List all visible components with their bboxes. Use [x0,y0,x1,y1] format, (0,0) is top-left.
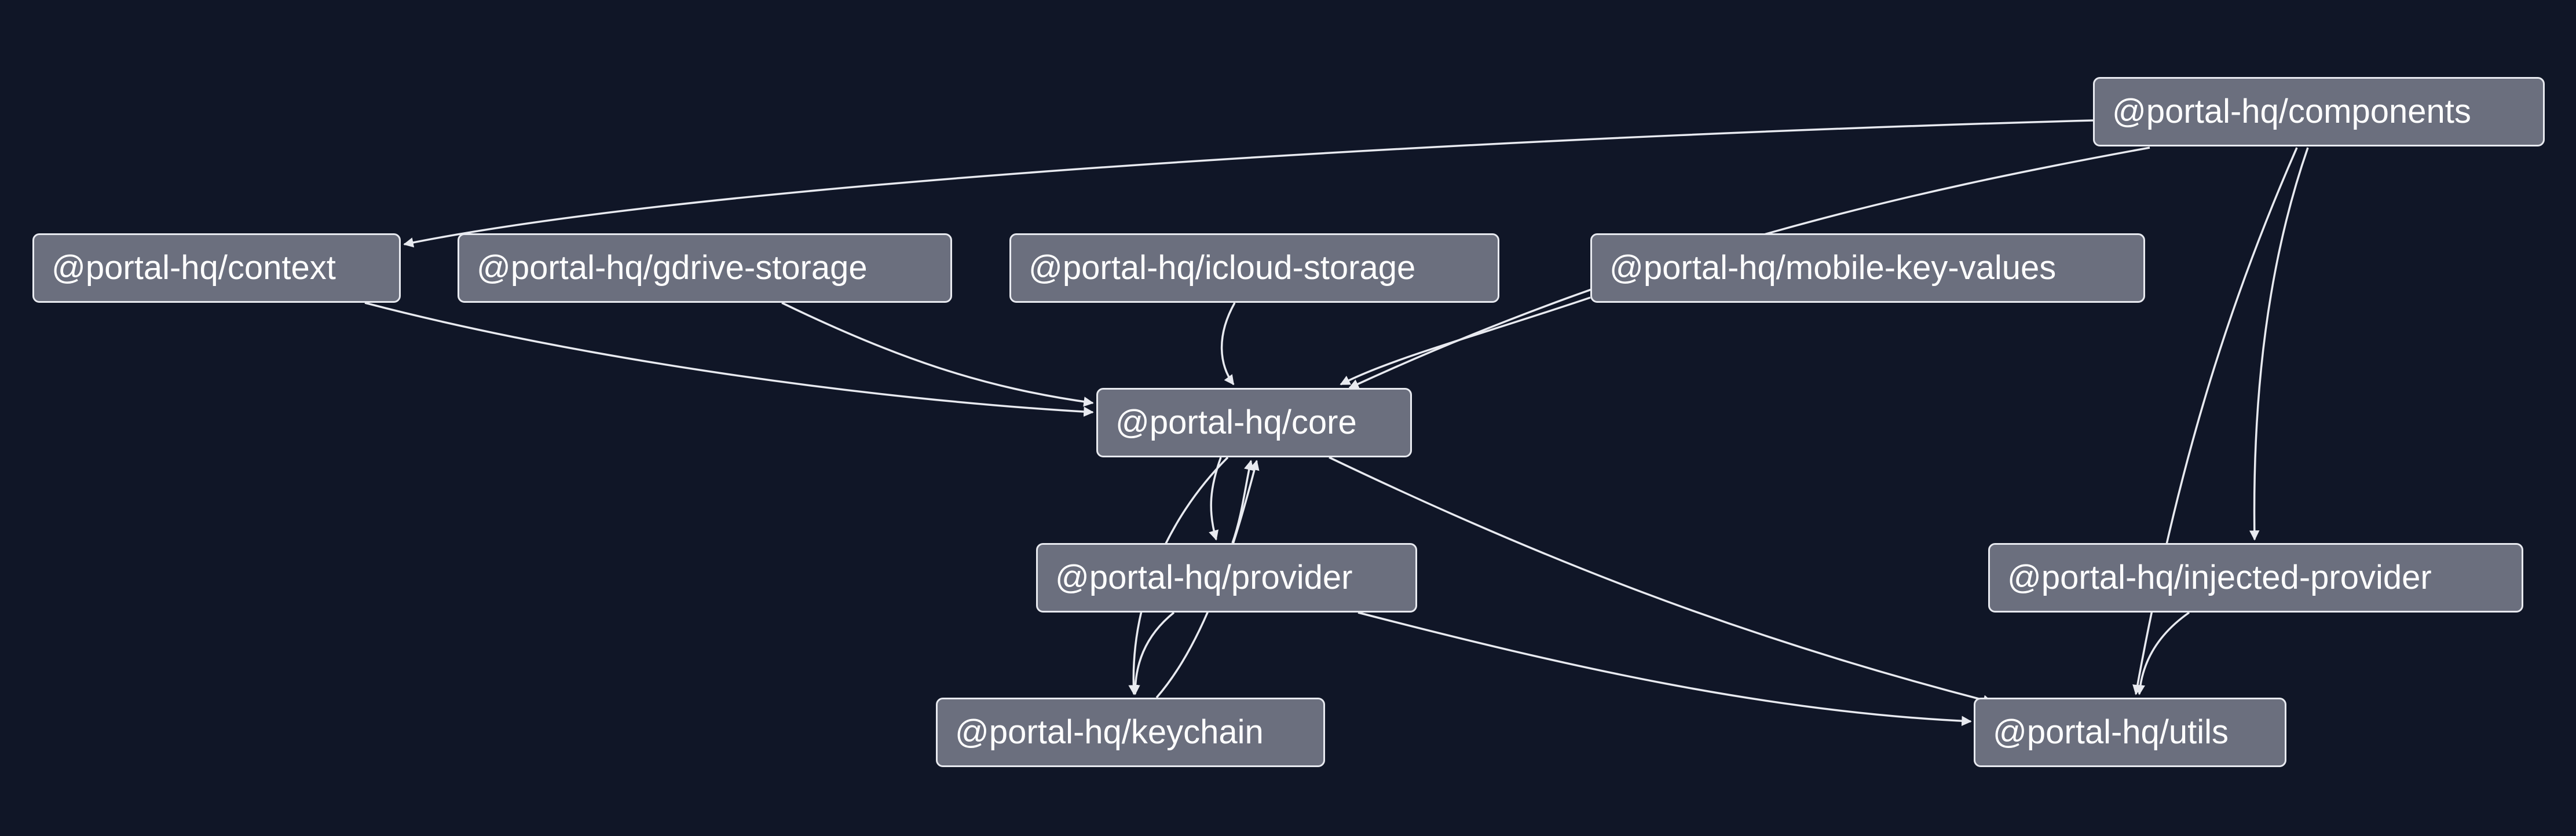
edge-provider-to-keychain [1130,611,1175,695]
edge-components-to-injected-provider [2249,147,2309,541]
node-injected-provider[interactable]: @portal-hq/injected-provider [1988,543,2523,613]
edge-components-to-context [403,119,2094,248]
edge-icloud-storage-to-core [1220,302,1236,386]
edge-provider-to-core [1231,460,1254,544]
node-gdrive-storage[interactable]: @portal-hq/gdrive-storage [458,233,952,303]
edge-context-to-core [364,302,1094,417]
edge-mobile-key-values-to-core [1340,296,1591,386]
node-mobile-key-values[interactable]: @portal-hq/mobile-key-values [1590,233,2145,303]
node-utils[interactable]: @portal-hq/utils [1974,698,2286,767]
edge-injected-provider-to-utils [2135,611,2190,695]
edge-components-to-core [1348,146,2150,389]
node-components[interactable]: @portal-hq/components [2093,77,2545,146]
edge-gdrive-storage-to-core [781,302,1094,407]
node-context[interactable]: @portal-hq/context [32,233,401,303]
edge-core-to-utils [1329,456,1993,705]
edge-provider-to-utils [1357,611,1972,727]
node-core[interactable]: @portal-hq/core [1096,388,1412,457]
node-keychain[interactable]: @portal-hq/keychain [936,698,1325,767]
node-provider[interactable]: @portal-hq/provider [1036,543,1417,613]
node-icloud-storage[interactable]: @portal-hq/icloud-storage [1009,233,1499,303]
